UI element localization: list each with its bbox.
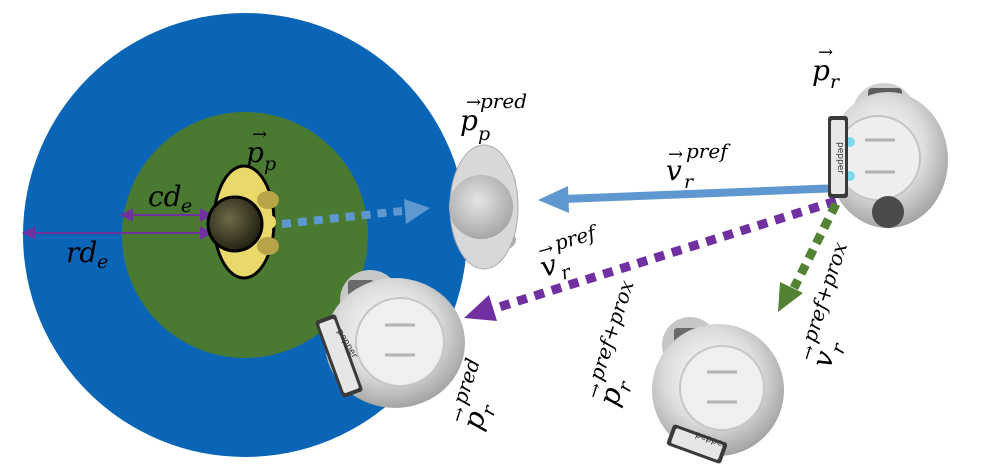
robot-pref-velocity-dotted-arrow (494, 196, 838, 313)
label-robot-pref-velocity-rotated: v → r pref (536, 220, 602, 285)
svg-text:p: p (264, 153, 276, 175)
human-predicted-ghost (449, 144, 519, 270)
svg-text:p: p (460, 104, 478, 137)
svg-text:cd: cd (148, 180, 182, 213)
svg-text:→: → (447, 404, 472, 425)
svg-text:pref+prox: pref+prox (584, 277, 639, 383)
svg-text:pred: pred (480, 89, 527, 113)
svg-text:v: v (666, 154, 682, 187)
robot-current: pepper (828, 83, 948, 228)
svg-text:r: r (830, 71, 841, 93)
cd-distance-arrow (119, 208, 214, 222)
svg-text:r: r (558, 260, 575, 284)
label-robot-pref-prox-velocity: v → r pref+prox (796, 239, 852, 372)
svg-text:e: e (97, 251, 108, 273)
robot-pref-prox: pepper (652, 317, 784, 464)
label-human-predicted-position: p → p pred (460, 89, 527, 145)
label-human-position: p → p (246, 124, 276, 175)
rd-distance-arrow (21, 226, 214, 240)
label-robot-pref-velocity: v → r pref (666, 139, 731, 193)
svg-text:pref+prox: pref+prox (797, 239, 852, 345)
svg-text:→: → (536, 238, 556, 262)
svg-text:rd: rd (66, 236, 97, 269)
svg-text:→: → (668, 144, 683, 165)
robot-logo-text: pepper (835, 142, 845, 174)
svg-text:→: → (583, 380, 608, 401)
human-figure (206, 164, 279, 280)
svg-text:pref: pref (551, 220, 601, 256)
human-velocity-arrow (281, 207, 403, 228)
svg-text:p: p (246, 136, 264, 169)
label-cd-distance: cd e (148, 180, 192, 217)
svg-text:p: p (478, 123, 490, 145)
robot-predicted: pepper (315, 270, 465, 408)
svg-text:→: → (796, 342, 821, 363)
svg-text:p: p (812, 54, 830, 87)
svg-text:→: → (466, 92, 481, 113)
svg-text:→: → (252, 124, 267, 145)
svg-text:r: r (684, 171, 695, 193)
robot-pref-velocity-arrow (563, 184, 841, 203)
svg-text:e: e (181, 195, 192, 217)
svg-text:→: → (818, 42, 833, 63)
svg-text:pref: pref (686, 139, 731, 163)
label-robot-position: p → r (812, 42, 841, 93)
label-rd-distance: rd e (66, 236, 108, 273)
